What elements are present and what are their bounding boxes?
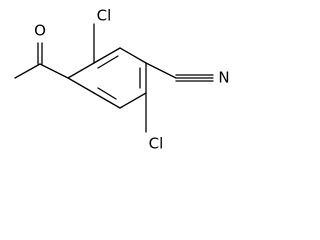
ring-bond-1 xyxy=(67,62,95,79)
ring-bond-7 xyxy=(67,77,95,94)
bond-carbonyl-ring xyxy=(39,63,69,79)
ring-bond-6 xyxy=(93,92,121,109)
ring-bond-5 xyxy=(119,92,147,109)
atom-label-oxygen: O xyxy=(34,22,46,40)
atom-label-chlorine-top: Cl xyxy=(97,7,112,25)
atom-label-chlorine-bottom: Cl xyxy=(149,135,164,153)
ring-double-bond-inner-3 xyxy=(97,87,117,100)
bond-methyl-carbonyl xyxy=(14,63,41,79)
bond-ring-nitrile xyxy=(145,62,177,79)
ring-bond-3 xyxy=(119,47,147,64)
ring-bond-2 xyxy=(93,47,121,64)
atom-label-nitrogen: N xyxy=(218,69,229,87)
ring-double-bond-inner-1 xyxy=(97,55,119,69)
chemical-structure-diagram: O Cl Cl N xyxy=(14,7,230,153)
